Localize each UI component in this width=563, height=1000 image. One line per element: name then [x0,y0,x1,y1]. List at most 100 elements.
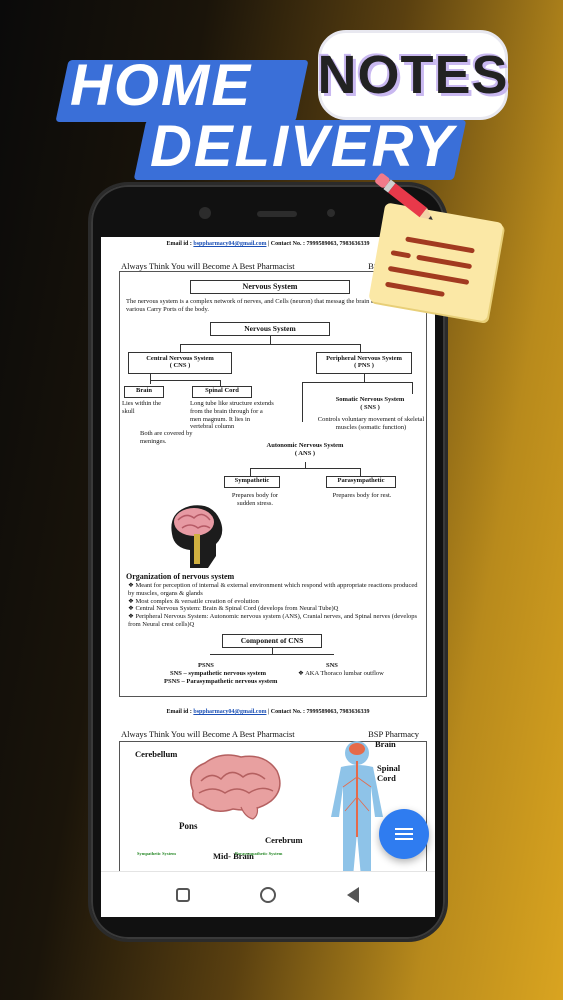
recent-apps-button[interactable] [173,885,193,905]
connector [270,336,271,344]
note-line [416,254,473,270]
sns-definition: SNS – sympathetic nervous system [170,670,267,677]
note-line [387,265,470,285]
aka-text: AKA Thoraco lumbar outflow [305,670,384,677]
label-parasympathetic-system: Parasympathetic System [235,851,283,856]
label-cerebellum: Cerebellum [135,749,178,759]
bullet-text: Peripheral Nervous System: Autonomic ner… [128,613,418,628]
contact-prefix: Email id : [166,241,194,247]
organization-bullets: ❖ Meant for perception of internal & ext… [128,582,420,629]
connector [364,374,365,382]
home-button[interactable] [258,885,278,905]
banner-title-home: HOME [70,53,252,118]
aka-note: ❖ AKA Thoraco lumbar outflow [298,670,384,677]
proximity-sensor [327,209,335,217]
label-pons: Pons [179,821,198,831]
parasympathetic-desc: Prepares body for rest. [332,492,392,499]
back-icon [346,886,359,903]
contact-phone: | Contact No. : 7999589063, 7983636339 [266,709,370,715]
brain-box: Brain [124,386,164,398]
psns-label: PSNS [198,662,214,669]
front-camera [199,207,211,219]
contact-email-link[interactable]: bsppharmacy04@gmail.com [193,241,267,247]
page-brand: BSP Pharmacy [368,729,419,739]
note-line [390,250,412,259]
label-cord: Cord [377,773,396,784]
home-icon [259,886,276,903]
brain-illustration [190,754,281,820]
contact-email-link[interactable]: bsppharmacy04@gmail.com [193,709,267,715]
spinal-cord-box: Spinal Cord [192,386,252,398]
phone-screen[interactable]: Email id : bsppharmacy04@gmail.com | Con… [101,237,435,917]
note-line [384,281,445,297]
sticky-note-icon [368,202,504,322]
contact-line: Email id : bsppharmacy04@gmail.com | Con… [101,237,435,247]
body-nervous-illustration [331,741,383,877]
contact-phone: | Contact No. : 7999589063, 7983636339 [266,241,370,247]
page-1-frame: Nervous System The nervous system is a c… [119,271,427,697]
connector [220,380,221,386]
connector [180,344,181,352]
label-cerebrum: Cerebrum [265,835,303,845]
root-box: Nervous System [210,322,330,336]
pns-abbr: ( PNS ) [354,362,374,369]
bullet-item: ❖ Central Nervous System: Brain & Spinal… [128,605,339,613]
connector [412,382,413,394]
pencil-icon [375,173,433,220]
sns-short-label: SNS [326,662,338,669]
connector [150,380,220,381]
component-box: Component of CNS [222,634,322,648]
bullet-item: ❖ Meant for perception of internal & ext… [128,582,418,597]
bullet-item: ❖ Peripheral Nervous System: Autonomic n… [128,613,418,628]
page-tagline: Always Think You will Become A Best Phar… [121,729,295,739]
intro-text: The nervous system is a complex network … [126,298,416,313]
sympathetic-box: Sympathetic [224,476,280,488]
menu-icon [395,828,413,840]
contact-line-page2: Email id : bsppharmacy04@gmail.com | Con… [101,705,435,715]
connector [210,654,334,655]
connector [180,344,360,345]
bullet-text: Most complex & versatile creation of evo… [135,597,259,605]
spinal-desc: Long tube like structure extends from th… [190,400,274,431]
sympathetic-desc: Prepares body for sudden stress. [231,492,279,507]
organization-title: Organization of nervous system [126,572,235,581]
page-tagline: Always Think You will Become A Best Phar… [121,261,295,271]
parasympathetic-box: Parasympathetic [326,476,396,488]
sns-abbr: ( SNS ) [360,403,380,411]
bullet-item: ❖ Most complex & versatile creation of e… [128,597,259,605]
bullet-text: Central Nervous System: Brain & Spinal C… [135,605,339,613]
contact-prefix: Email id : [166,709,194,715]
menu-fab-button[interactable] [379,809,429,859]
ans-label: Autonomic Nervous System ( ANS ) [250,442,360,458]
earpiece-speaker [257,211,297,217]
connector [305,462,306,468]
label-sympathetic-system: Sympathetic System [137,851,176,856]
connector [360,344,361,352]
bullet-text: Meant for perception of internal & exter… [128,582,418,597]
cns-box: Central Nervous System ( CNS ) [128,352,232,374]
phone-frame: Email id : bsppharmacy04@gmail.com | Con… [88,182,448,942]
connector [250,468,251,476]
cns-label: Central Nervous System [146,355,214,362]
psns-definition: PSNS – Parasympathetic nervous system [164,678,278,685]
page-header-2: Always Think You will Become A Best Phar… [101,715,435,739]
brain-desc: Lies within the skull [122,400,161,415]
connector [150,374,151,384]
banner-title-delivery: DELIVERY [150,114,456,179]
label-spinal: Spinal [377,763,401,773]
notes-badge-label: NOTES [317,45,509,105]
back-button[interactable] [343,885,363,905]
recent-apps-icon [176,887,191,902]
connector [302,382,412,383]
connector [272,648,273,654]
head-brain-illustration [171,505,223,568]
label-spinal-cord: Spinal Cord [377,763,400,783]
ans-abbr: ( ANS ) [294,449,316,457]
title-box: Nervous System [190,280,350,294]
connector [302,382,303,422]
cns-abbr: ( CNS ) [169,362,191,369]
label-brain: Brain [375,739,396,749]
sns-title: Somatic Nervous System [335,396,405,403]
pns-box: Peripheral Nervous System ( PNS ) [316,352,412,374]
connector [250,468,360,469]
